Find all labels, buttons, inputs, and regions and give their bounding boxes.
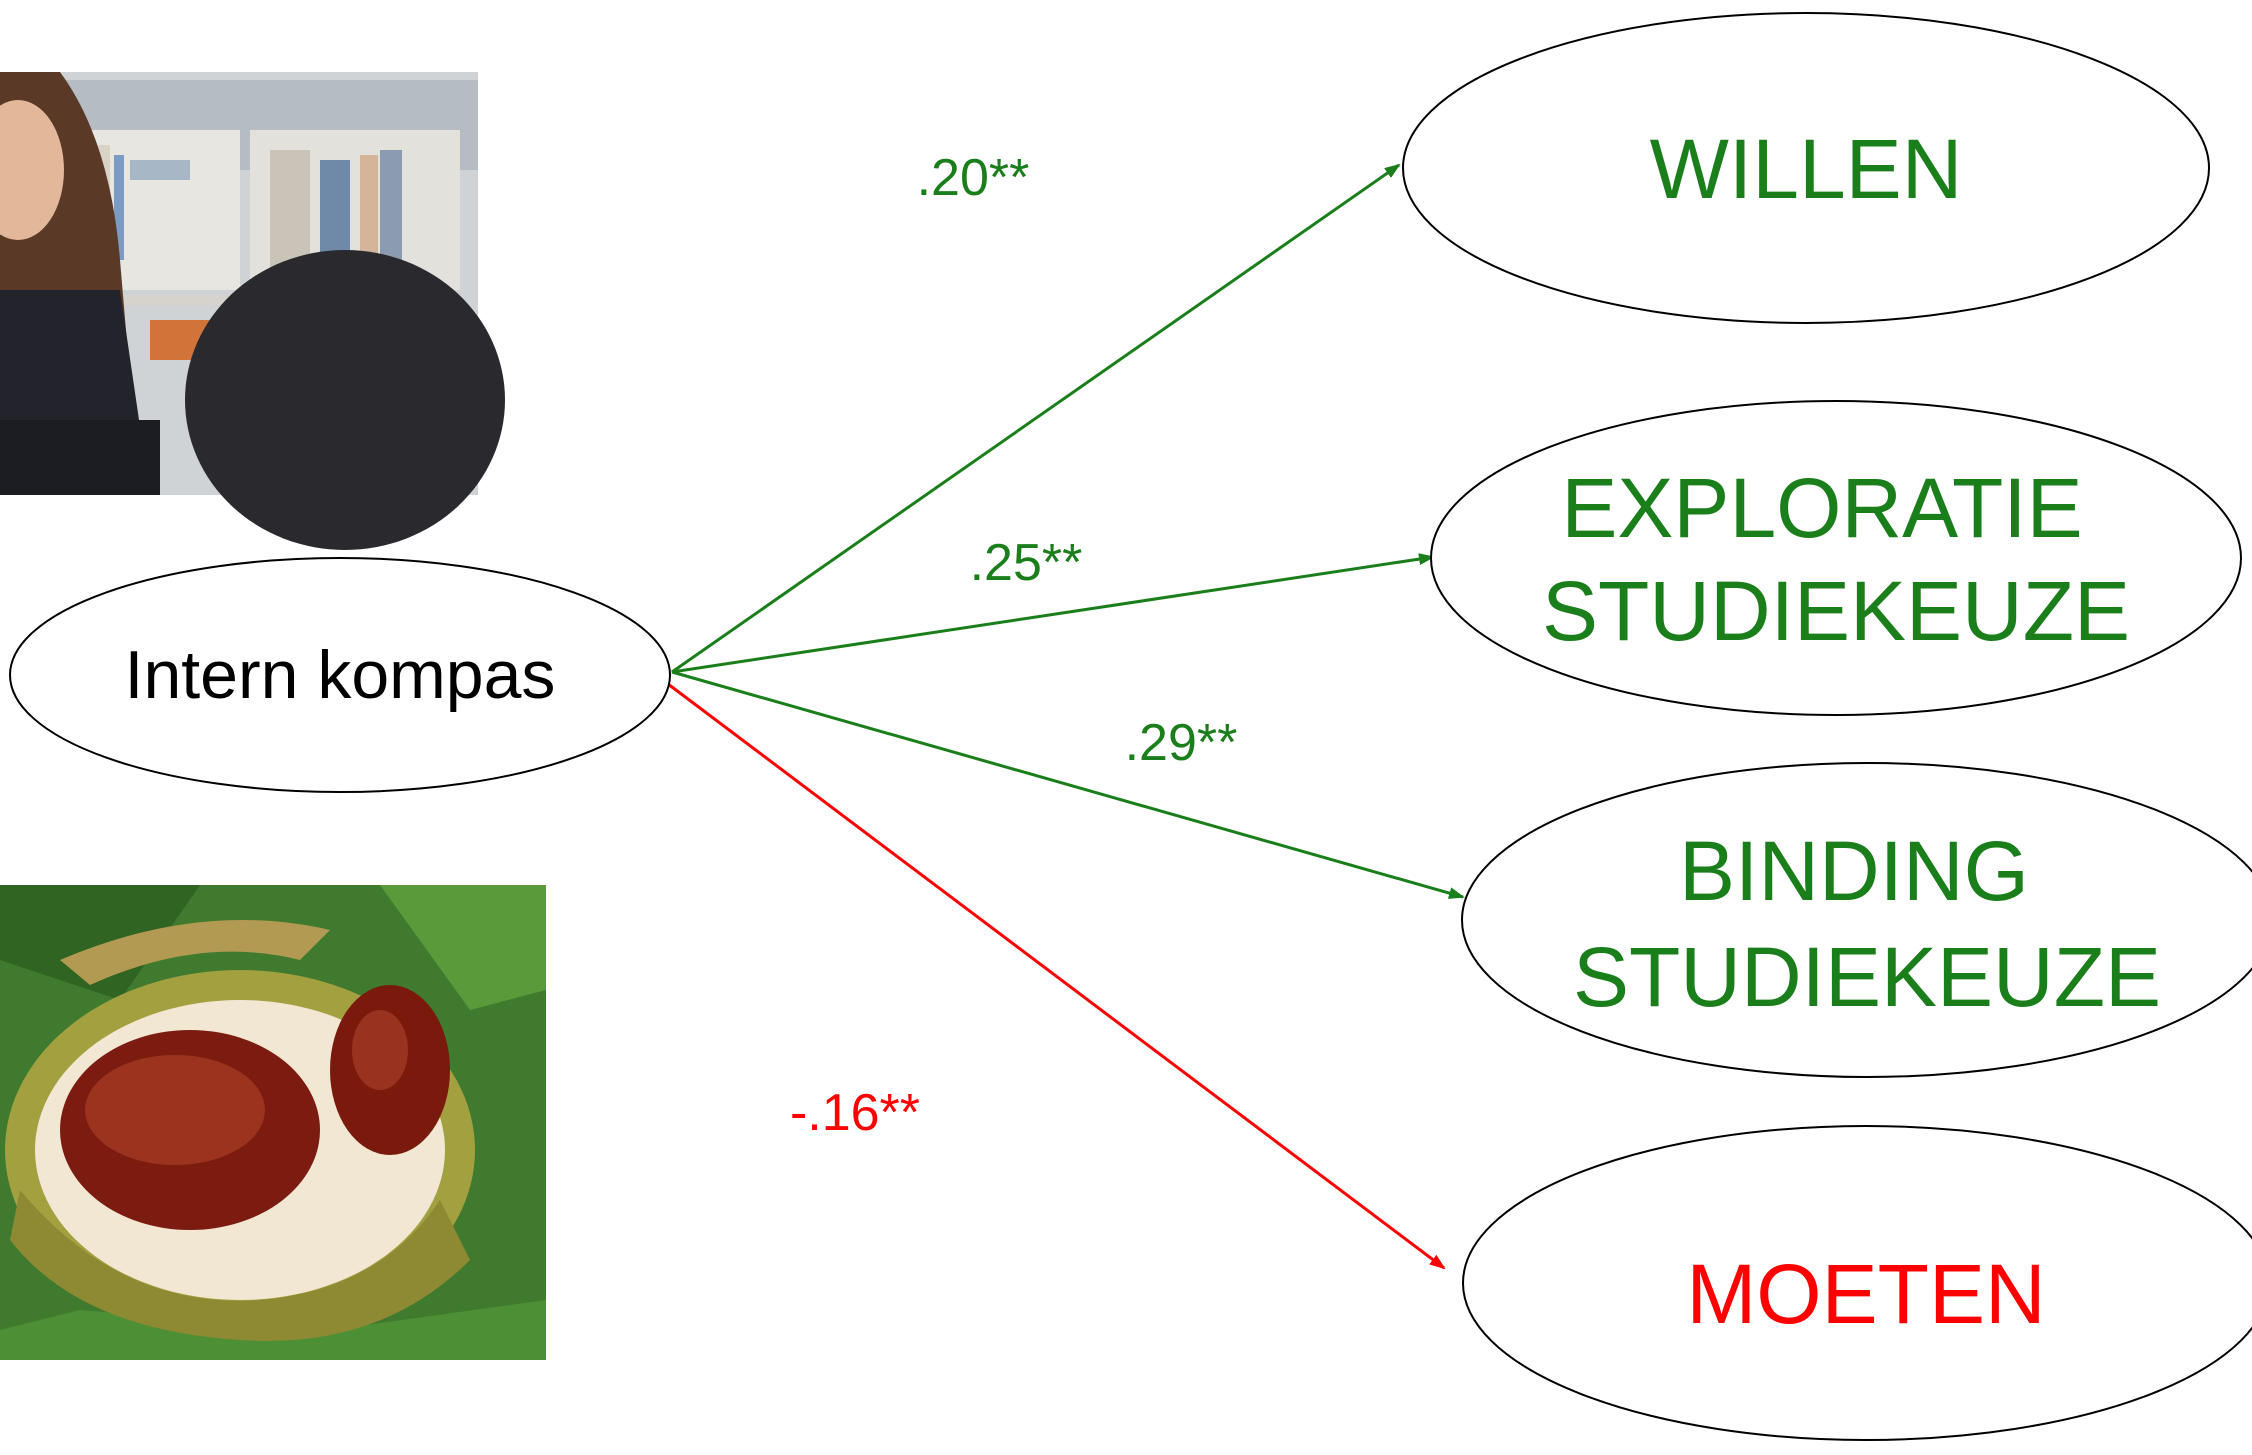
target-label-exploratie-line1: EXPLORATIE (1561, 461, 2082, 555)
coefficient-label-willen: .20** (917, 149, 1030, 207)
target-label-binding-line1: BINDING (1679, 824, 2029, 918)
chestnut-photo (0, 885, 546, 1360)
path-arrow-moeten (667, 682, 1446, 1270)
path-arrow-willen (671, 163, 1401, 674)
target-label-willen: WILLEN (1650, 122, 1963, 216)
source-node-ellipse (9, 557, 671, 793)
target-label-binding-line2: STUDIEKEUZE (1573, 930, 2161, 1024)
source-node: Intern kompas (9, 557, 671, 793)
student-photo (0, 72, 505, 550)
coefficient-label-exploratie: .25** (970, 534, 1083, 592)
path-arrow-exploratie (671, 553, 1435, 674)
target-label-moeten: MOETEN (1686, 1247, 2045, 1341)
coefficient-label-moeten: -.16** (790, 1084, 920, 1142)
target-node-willen: WILLEN (1402, 12, 2210, 324)
source-node-label: Intern kompas (125, 637, 556, 713)
path-arrow-binding (671, 670, 1465, 899)
target-node-moeten: MOETEN (1462, 1125, 2252, 1441)
coefficient-label-binding: .29** (1125, 714, 1238, 772)
target-label-exploratie-line2: STUDIEKEUZE (1542, 564, 2130, 658)
target-node-binding: BINDING STUDIEKEUZE (1461, 762, 2252, 1078)
target-node-exploratie: EXPLORATIE STUDIEKEUZE (1430, 400, 2242, 716)
